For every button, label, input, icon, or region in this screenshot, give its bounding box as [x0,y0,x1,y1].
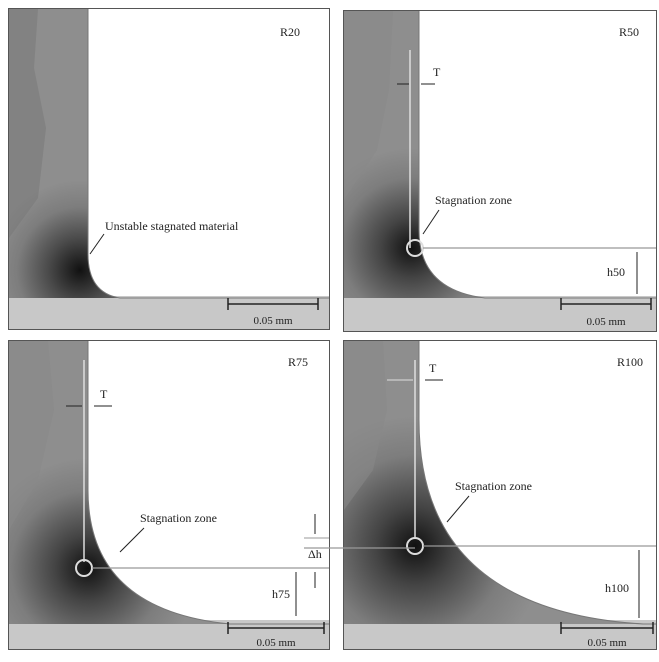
panel-r100: R100 T Stagnation zone h100 0.05 mm [343,340,659,662]
thickness-label: T [100,387,108,401]
panel-r20-figure: R20 Unstable stagnated material 0.05 mm [8,8,330,330]
annotation-text: Stagnation zone [455,479,532,493]
tool-edge [418,11,656,299]
annotation-arrow [119,527,145,553]
scale-label: 0.05 mm [253,315,293,327]
panel-r100-figure: R100 T Stagnation zone h100 0.05 mm [343,340,657,650]
panel-r50-figure: R50 T Stagnation zone h50 0.05 mm [343,10,657,332]
tool-edge [418,341,656,625]
scale-bar [560,622,654,634]
tool-edge [87,9,329,299]
panel-r75-figure: R75 T Stagnation zone Δh h75 0.05 mm [8,340,330,650]
delta-label: Δh [308,547,322,561]
scale-bar [227,298,319,310]
workpiece-surface [344,620,656,649]
annotation-text: Stagnation zone [435,193,512,207]
scale-label: 0.05 mm [587,637,627,649]
scale-bar [560,298,652,310]
contour-band [9,341,54,530]
panel-label: R50 [619,25,639,39]
panel-r20: R20 Unstable stagnated material 0.05 mm [8,8,330,330]
workpiece-surface [9,296,329,329]
panel-r75: R75 T Stagnation zone Δh h75 0.05 mm [8,340,330,662]
annotation-arrow [89,233,105,255]
material-contour [9,9,120,298]
annotation-text: Unstable stagnated material [105,219,239,233]
height-label: h100 [605,581,629,595]
thickness-label: T [429,361,437,375]
height-label: h50 [607,265,625,279]
panel-r50: R50 T Stagnation zone h50 0.05 mm [343,10,659,332]
annotation-arrow [422,209,440,235]
workpiece-surface [344,296,656,331]
scale-label: 0.05 mm [256,637,296,649]
annotation-text: Stagnation zone [140,511,217,525]
panel-label: R20 [280,25,300,39]
thickness-label: T [433,65,441,79]
contour-band [344,341,387,510]
height-label: h75 [272,587,290,601]
contour-band [9,9,46,238]
contour-band [344,11,393,200]
tool-edge [87,341,329,625]
panel-label: R100 [617,355,643,369]
workpiece-surface [9,620,329,649]
annotation-arrow [446,495,470,523]
panel-label: R75 [288,355,308,369]
scale-label: 0.05 mm [586,316,626,328]
material-contour [9,341,230,624]
scale-bar [227,622,325,634]
